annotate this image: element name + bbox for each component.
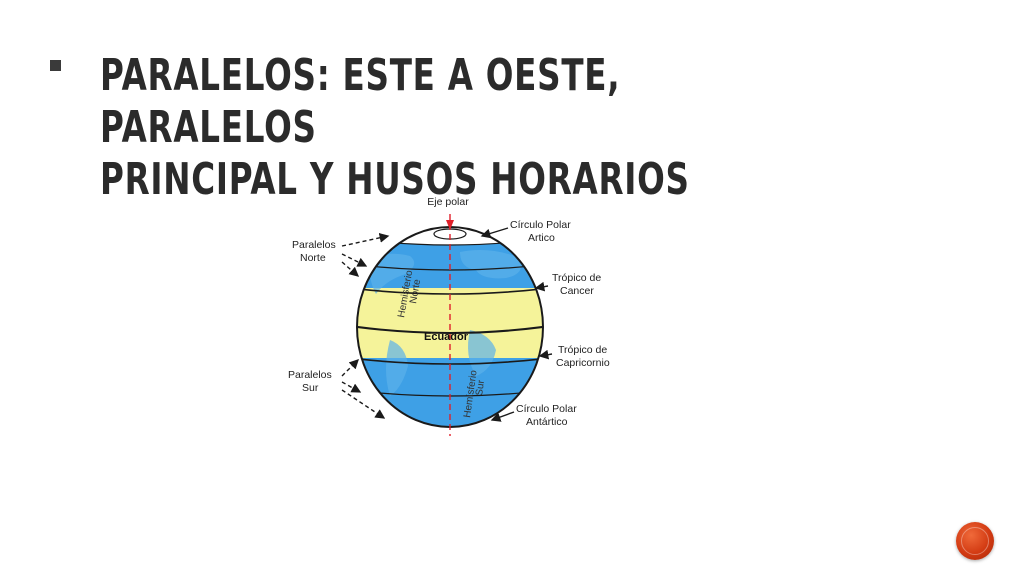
label-paralelos-sur-2: Sur	[302, 382, 319, 394]
label-paralelos-norte-2: Norte	[300, 252, 326, 264]
earth-parallels-diagram: Eje polar Paralelos Norte Paralelos Sur …	[270, 190, 630, 452]
label-paralelos-norte-1: Paralelos	[292, 239, 336, 251]
label-circulo-polar-antartico-1: Círculo Polar	[516, 403, 577, 415]
label-tropico-cancer-1: Trópico de	[552, 272, 601, 284]
label-ecuador: Ecuador	[424, 331, 469, 343]
label-eje-polar: Eje polar	[427, 196, 469, 208]
polar-axis-arrow	[446, 220, 454, 230]
label-circulo-polar-artico-1: Círculo Polar	[510, 219, 571, 231]
next-slide-button[interactable]	[956, 522, 994, 560]
right-arrows	[480, 227, 553, 422]
label-tropico-cancer-2: Cancer	[560, 285, 594, 297]
label-circulo-polar-artico-2: Artico	[528, 232, 555, 244]
label-hemisferio-sur-2: Sur	[474, 379, 487, 397]
label-paralelos-sur-1: Paralelos	[288, 369, 332, 381]
label-hemisferio-norte-2: Norte	[408, 278, 423, 304]
decorative-square	[50, 60, 61, 71]
label-circulo-polar-antartico-2: Antártico	[526, 416, 568, 428]
diagram-svg: Eje polar Paralelos Norte Paralelos Sur …	[288, 196, 610, 436]
label-tropico-capricornio-1: Trópico de	[558, 344, 607, 356]
left-arrows	[341, 232, 390, 419]
label-tropico-capricornio-2: Capricornio	[556, 357, 610, 369]
slide-title-line-1: Paralelos: Este a oeste, paralelos	[100, 50, 621, 153]
slide-title-line-2: principal y husos horarios	[100, 154, 690, 205]
slide-title: Paralelos: Este a oeste, paralelos princ…	[100, 50, 736, 206]
